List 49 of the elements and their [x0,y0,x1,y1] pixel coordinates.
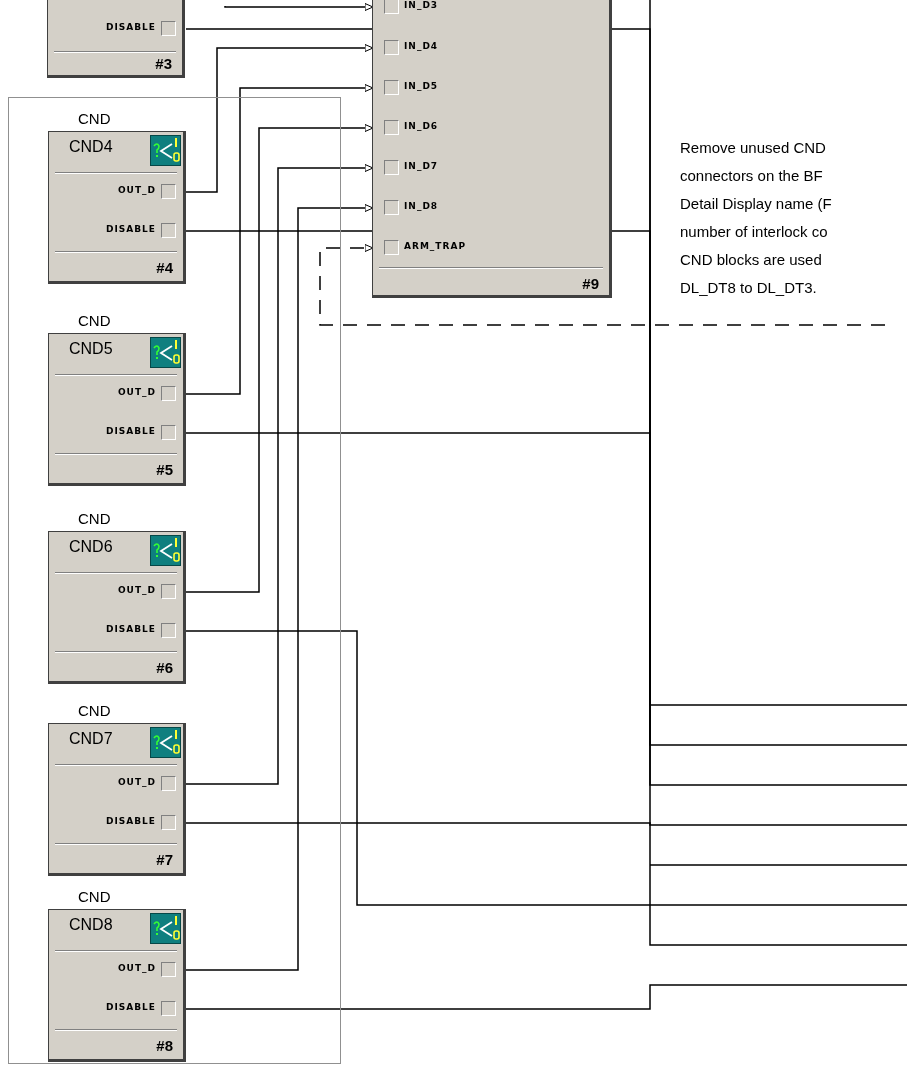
pin-label: ARM_TRAP [404,241,466,251]
pin-label: OUT_D [117,387,156,397]
pin-label: DISABLE [106,224,156,234]
block-name: CND8 [69,916,113,934]
pin-label: IN_D5 [404,81,439,91]
wire [185,984,907,1010]
block-name: CND4 [69,138,113,156]
pin-label: IN_D3 [404,0,439,10]
pin-label: OUT_D [117,585,156,595]
pin-label: DISABLE [106,816,156,826]
pin-label: OUT_D [117,185,156,195]
block-name: CND6 [69,538,113,556]
arrow [224,3,374,11]
block-number: #3 [155,55,172,72]
dashed-wire [319,244,886,326]
block-number: #4 [156,259,173,276]
wire [185,822,907,826]
block-number: #8 [156,1037,173,1054]
block-number: #5 [156,461,173,478]
arrow [185,164,374,785]
pin-label: IN_D6 [404,121,439,131]
block-name: CND5 [69,340,113,358]
pin-label: IN_D8 [404,201,439,211]
pin-label: IN_D4 [404,41,439,51]
block-number: #6 [156,659,173,676]
block-type-label: CND [78,888,111,905]
block-type-label: CND [78,110,111,127]
arrow [185,84,374,395]
arrow [185,124,374,593]
arrow [185,204,374,971]
function-block [372,0,612,298]
note-text: Remove unused CND connectors on the BF Detail Display name (F number of interlock co CND blocks are used DL_DT8 to DL_DT3. [680,138,833,298]
block-type-label: CND [78,702,111,719]
block-name: CND7 [69,730,113,748]
wire [185,432,907,786]
block-type-label: CND [78,312,111,329]
pin-label: DISABLE [106,1002,156,1012]
block-number: #9 [582,275,599,292]
group-frame [8,97,341,1064]
pin-label: DISABLE [106,22,156,32]
pin-label: DISABLE [106,624,156,634]
block-type-label: CND [78,510,111,527]
arrow [185,44,374,193]
pin-label: IN_D7 [404,161,439,171]
pin-label: DISABLE [106,426,156,436]
pin-label: OUT_D [117,963,156,973]
block-number: #7 [156,851,173,868]
pin-label: OUT_D [117,777,156,787]
wire [185,630,907,906]
